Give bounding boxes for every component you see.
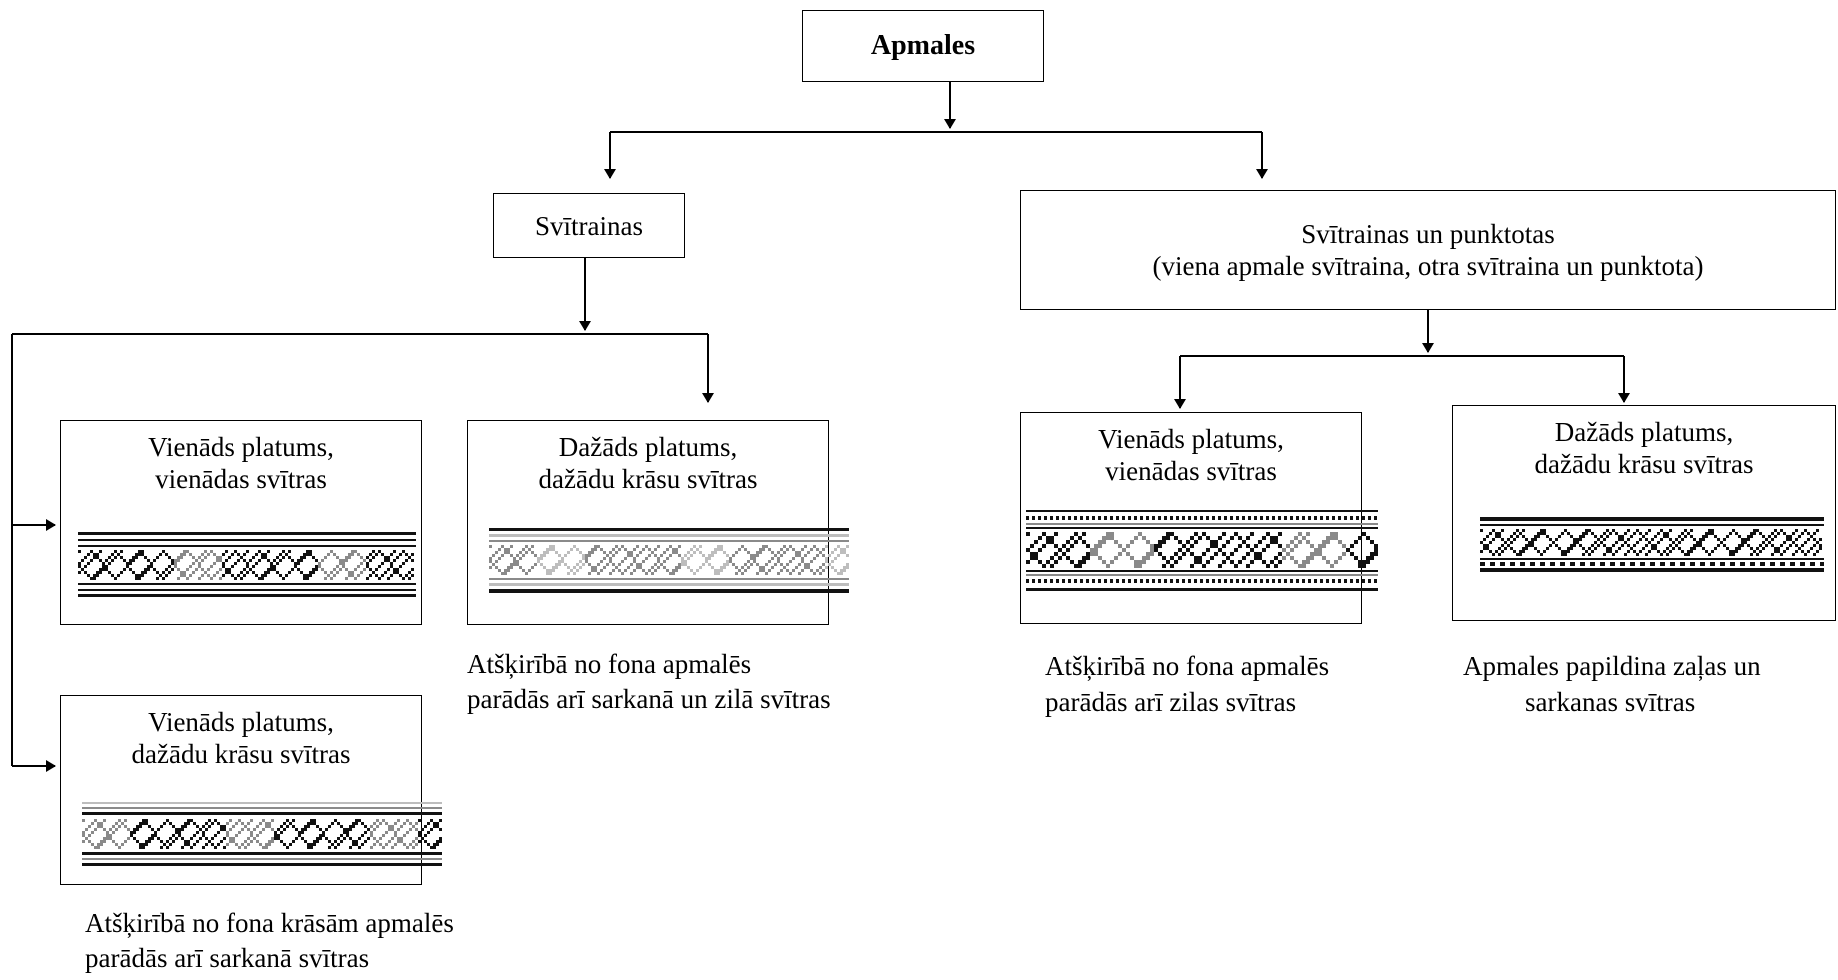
svitrainas-title: Svītrainas xyxy=(535,210,643,241)
left-item-3-caption-1: Atšķirībā no fona krāsām apmalēs xyxy=(85,908,454,938)
right-item-1-caption-1: Atšķirībā no fona apmalēs xyxy=(1045,651,1330,681)
svitrainas-punktotas-title-1: Svītrainas un punktotas xyxy=(1301,219,1555,249)
right-item-2-title-1: Dažāds platums, xyxy=(1554,417,1734,447)
left-item-1-title-2: vienādas svītras xyxy=(155,464,327,494)
right-item-1-title-1: Vienāds platums, xyxy=(1098,424,1284,454)
left-item-2-title-1: Dažāds platums, xyxy=(558,432,738,462)
pattern-band-right-1 xyxy=(1026,510,1378,591)
svitrainas-punktotas-box: Svītrainas un punktotas (viena apmale sv… xyxy=(1020,190,1836,310)
left-item-3-caption-2: parādās arī sarkanā svītras xyxy=(85,943,370,973)
root-box: Apmales xyxy=(802,10,1044,82)
right-item-1-title-2: vienādas svītras xyxy=(1105,456,1277,486)
pattern-band-left-3 xyxy=(82,802,442,866)
root-title: Apmales xyxy=(870,30,976,61)
right-item-1-caption-2: parādās arī zilas svītras xyxy=(1045,687,1297,717)
left-item-2-title-2: dažādu krāsu svītras xyxy=(538,464,758,494)
left-item-3-title-1: Vienāds platums, xyxy=(148,707,334,737)
right-item-2-title-2: dažādu krāsu svītras xyxy=(1534,449,1754,479)
left-item-1-title-1: Vienāds platums, xyxy=(148,432,334,462)
svitrainas-punktotas-title-2: (viena apmale svītraina, otra svītraina … xyxy=(1152,251,1704,281)
left-item-2-caption-2: parādās arī sarkanā un zilā svītras xyxy=(467,684,831,714)
right-item-2-caption-1: Apmales papildina zaļas un xyxy=(1463,651,1761,681)
pattern-band-left-1 xyxy=(78,532,416,597)
left-item-2-box: Dažāds platums, dažādu krāsu svītras xyxy=(467,420,829,625)
left-item-3-title-2: dažādu krāsu svītras xyxy=(131,739,351,769)
left-item-2-caption-1: Atšķirībā no fona apmalēs xyxy=(467,649,752,679)
right-item-2-caption-2: sarkanas svītras xyxy=(1525,687,1696,717)
pattern-band-right-2 xyxy=(1480,517,1824,572)
right-item-2-box: Dažāds platums, dažādu krāsu svītras xyxy=(1452,405,1836,621)
svitrainas-box: Svītrainas xyxy=(493,193,685,258)
pattern-band-left-2 xyxy=(489,528,849,593)
